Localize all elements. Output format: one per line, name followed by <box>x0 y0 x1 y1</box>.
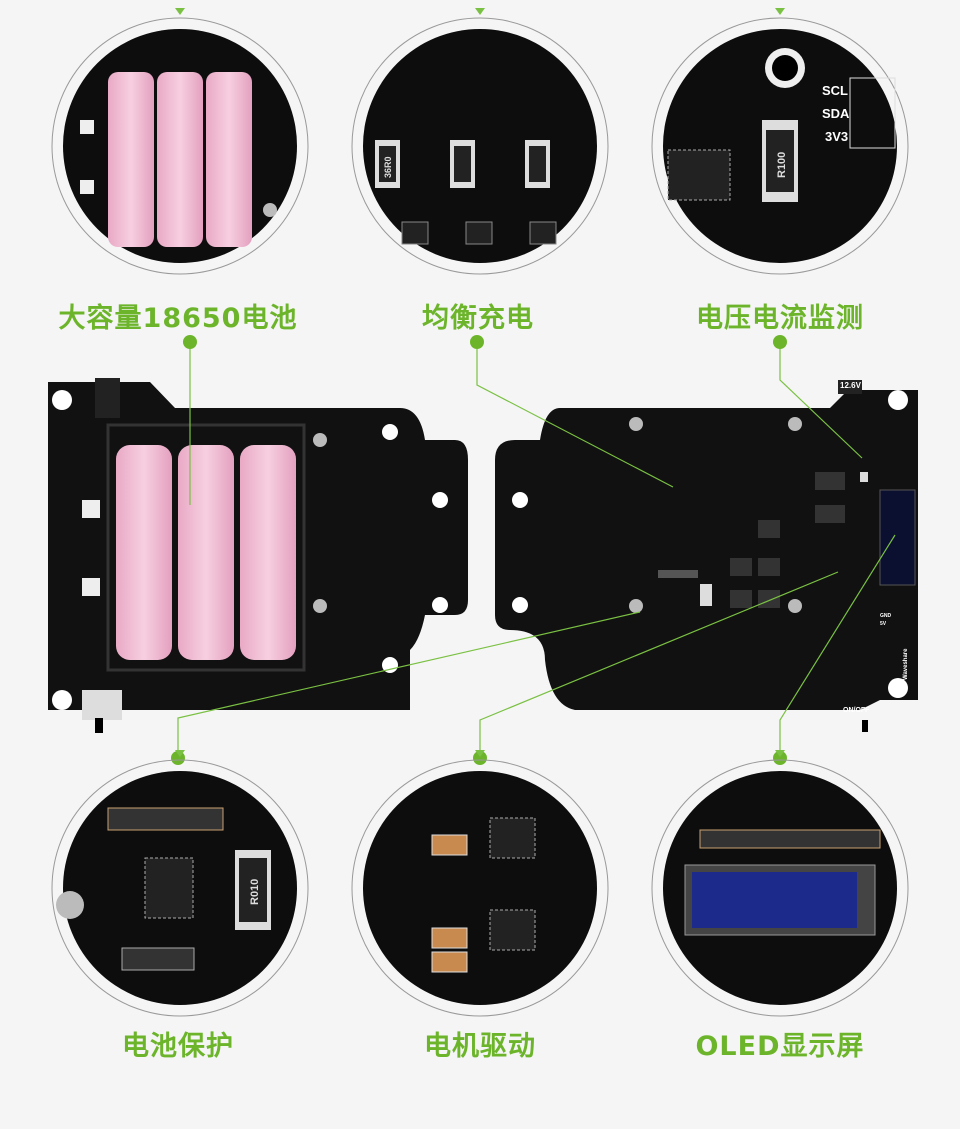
balance-resistor-text: 36R0 <box>383 156 393 178</box>
battery-board <box>48 378 468 733</box>
detail-circles <box>51 8 909 1017</box>
feature-label-battery-protection: 电池保护 <box>122 1031 234 1062</box>
feature-label-motor-driver: 电机驱动 <box>424 1031 536 1062</box>
sda-label: SDA <box>822 106 850 121</box>
feature-label-voltage-current-monitor: 电压电流监测 <box>696 303 864 334</box>
scl-label: SCL <box>822 83 848 98</box>
brand-logo-text: Waveshare <box>903 648 909 680</box>
shunt-r010-text: R010 <box>249 879 261 905</box>
gnd-label: GND <box>880 613 892 619</box>
3v3-label: 3V3 <box>825 129 848 144</box>
power-switch-label: ON/OFF <box>843 707 870 714</box>
control-board <box>495 380 918 732</box>
shunt-r100-text: R100 <box>776 152 788 178</box>
5v-label: 5V <box>880 621 887 627</box>
feature-label-battery: 大容量18650电池 <box>58 303 298 334</box>
feature-label-oled: OLED显示屏 <box>695 1031 865 1062</box>
leader-lines <box>177 342 896 758</box>
feature-label-balance-charging: 均衡充电 <box>422 303 534 334</box>
battery-cells <box>116 445 296 660</box>
voltage-label: 12.6V <box>840 381 862 390</box>
